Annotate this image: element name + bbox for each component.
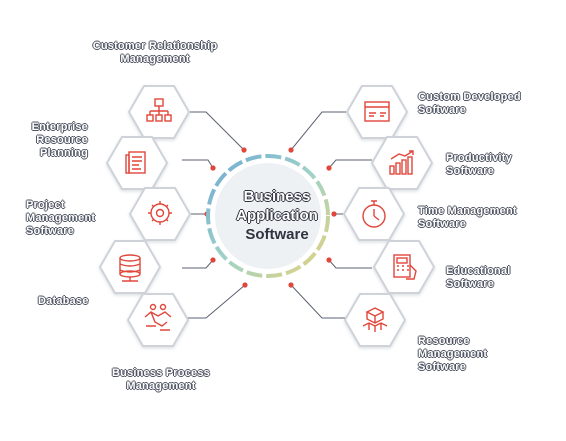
hex-crm [127, 85, 191, 139]
connector-bpm [182, 284, 246, 319]
connector-edu [328, 259, 372, 269]
connector-db [182, 259, 214, 269]
label-time: Time Management Software [418, 205, 517, 230]
center-title-line3: Software [245, 226, 309, 243]
right-hex-column [342, 85, 436, 347]
database-icon [119, 254, 141, 282]
label-db: Database [38, 295, 89, 307]
browser-window-icon [364, 101, 390, 122]
label-crm: Customer Relationship Management [92, 40, 218, 65]
connector-crm [182, 111, 245, 151]
hex-edu [372, 240, 436, 294]
center-hub [206, 154, 330, 278]
hex-erp [105, 136, 169, 190]
left-hex-column [98, 85, 192, 347]
network-box-icon [362, 307, 388, 332]
label-edu: Educational Software [446, 265, 511, 290]
label-custom: Custom Developed Software [418, 91, 521, 116]
calculator-tablet-icon [393, 254, 417, 280]
connector-productivity [328, 159, 372, 169]
connector-erp [182, 159, 214, 169]
label-pm: Project Management Software [26, 199, 96, 237]
hex-pm [128, 187, 192, 241]
growth-chart-icon [389, 150, 414, 175]
label-bpm: Business Process Management [112, 367, 210, 392]
hex-productivity [370, 136, 434, 190]
center-title-line2: Application [236, 207, 318, 224]
stopwatch-icon [362, 200, 386, 228]
gear-brain-icon [148, 201, 172, 225]
label-productivity: Productivity Software [446, 152, 512, 177]
hex-db [98, 240, 162, 294]
hex-custom [345, 85, 409, 139]
center-title-line1: Business [243, 188, 311, 205]
handshake-icon [144, 303, 172, 331]
center-title: Business Application Software [223, 187, 331, 244]
hex-resource [343, 293, 407, 347]
document-icon [125, 151, 146, 174]
hex-time [342, 187, 406, 241]
label-erp: Enterprise Resource Planning [31, 121, 88, 159]
label-resource: Resource Management Software [418, 335, 488, 373]
org-chart-icon [146, 98, 172, 122]
hex-bpm [126, 293, 190, 347]
